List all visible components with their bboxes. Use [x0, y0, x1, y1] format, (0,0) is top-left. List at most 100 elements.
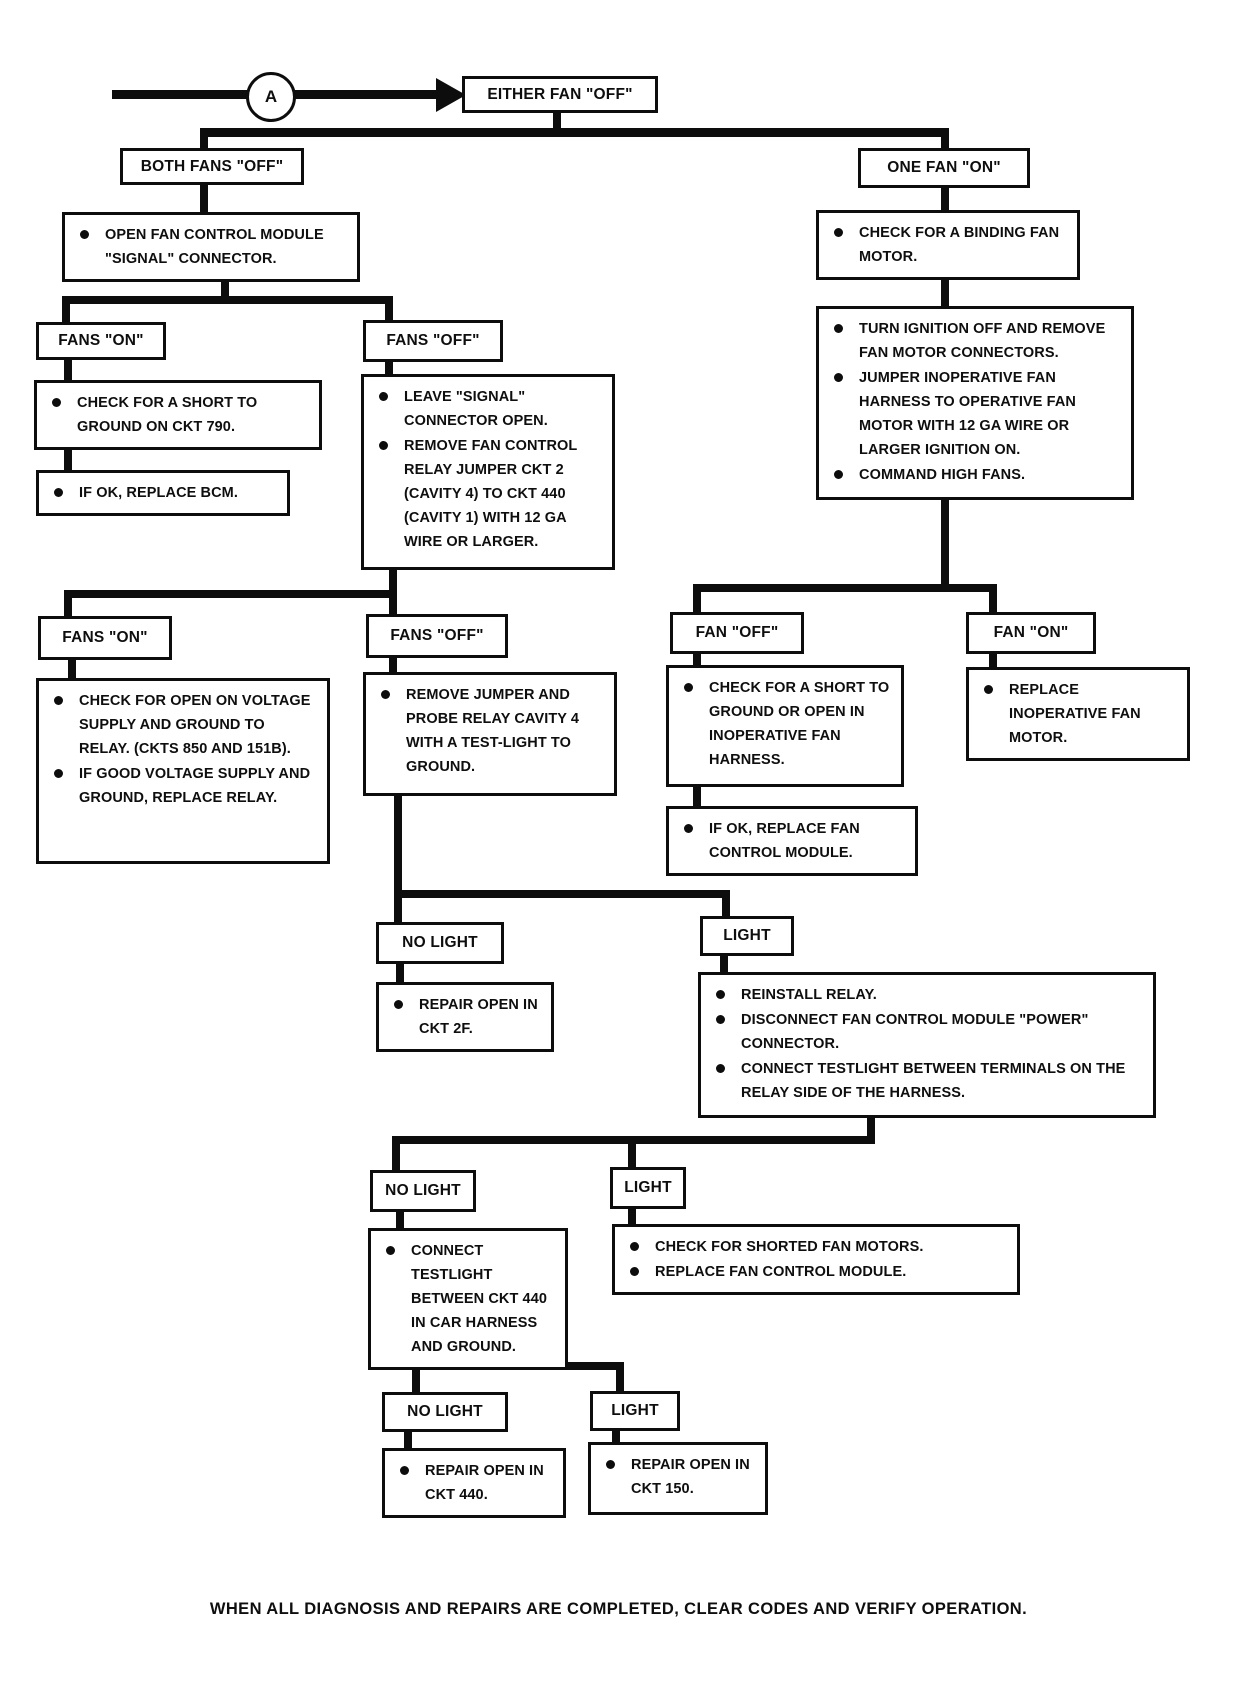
bullet-icon [834, 373, 843, 382]
bullet-item: CHECK FOR A BINDING FAN MOTOR. [829, 221, 1069, 269]
node-check-binding-motor: CHECK FOR A BINDING FAN MOTOR. [816, 210, 1080, 280]
connector-a-label: A [264, 87, 278, 106]
node-fans-on-level2: FANS "ON" [36, 322, 166, 360]
node-turn-ignition-off: TURN IGNITION OFF AND REMOVE FAN MOTOR C… [816, 306, 1134, 500]
connector-line [989, 651, 997, 671]
bullet-item: REPAIR OPEN IN CKT 150. [601, 1453, 757, 1501]
bullet-icon [80, 230, 89, 239]
connector-line [722, 890, 730, 920]
node-light-1: LIGHT [700, 916, 794, 956]
connector-line [394, 794, 402, 926]
node-replace-inoperative-motor: REPLACE INOPERATIVE FAN MOTOR. [966, 667, 1190, 761]
bullet-item: CHECK FOR SHORTED FAN MOTORS. [625, 1235, 1009, 1259]
connector-line [412, 1362, 420, 1395]
connector-line [941, 186, 949, 214]
bullet-icon [684, 683, 693, 692]
connector-line [867, 1115, 875, 1143]
node-label: FANS "ON" [62, 629, 148, 646]
node-either-fan-off: EITHER FAN "OFF" [462, 76, 658, 113]
bullet-icon [394, 1000, 403, 1009]
connector-line [200, 128, 949, 137]
bullet-item: COMMAND HIGH FANS. [829, 463, 1123, 487]
bullet-item: DISCONNECT FAN CONTROL MODULE "POWER" CO… [711, 1008, 1145, 1056]
connector-line [389, 655, 397, 675]
node-fans-on-level3: FANS "ON" [38, 616, 172, 660]
node-label: FANS "OFF" [386, 332, 480, 349]
connector-line [628, 1136, 636, 1172]
bullet-item: JUMPER INOPERATIVE FAN HARNESS TO OPERAT… [829, 366, 1123, 462]
connector-line [693, 784, 701, 809]
node-connect-testlight-440: CONNECT TESTLIGHT BETWEEN CKT 440 IN CAR… [368, 1228, 568, 1370]
node-replace-bcm: IF OK, REPLACE BCM. [36, 470, 290, 516]
node-no-light-2: NO LIGHT [370, 1170, 476, 1212]
bullet-item: REPLACE INOPERATIVE FAN MOTOR. [979, 678, 1179, 750]
bullet-icon [381, 690, 390, 699]
bullet-item: CONNECT TESTLIGHT BETWEEN TERMINALS ON T… [711, 1057, 1145, 1105]
connector-line [941, 128, 949, 154]
connector-line [612, 1428, 620, 1446]
connector-line [221, 271, 229, 302]
node-fans-off-level3: FANS "OFF" [366, 614, 508, 658]
node-light-2: LIGHT [610, 1167, 686, 1209]
node-label: FAN "OFF" [695, 624, 779, 641]
bullet-item: CONNECT TESTLIGHT BETWEEN CKT 440 IN CAR… [381, 1239, 557, 1359]
connector-line [396, 1209, 404, 1231]
footer-note: WHEN ALL DIAGNOSIS AND REPAIRS ARE COMPL… [209, 1600, 1028, 1618]
connector-line [68, 658, 76, 682]
bullet-item: IF GOOD VOLTAGE SUPPLY AND GROUND, REPLA… [49, 762, 319, 810]
connector-line [553, 111, 561, 131]
bullet-item: REMOVE FAN CONTROL RELAY JUMPER CKT 2 (C… [374, 434, 604, 554]
bullet-icon [716, 1015, 725, 1024]
connector-line [404, 1429, 412, 1451]
bullet-item: CHECK FOR A SHORT TO GROUND ON CKT 790. [47, 391, 311, 439]
connector-line [693, 651, 701, 669]
bullet-icon [54, 769, 63, 778]
node-label: NO LIGHT [402, 934, 478, 951]
connector-line [64, 440, 72, 474]
connector-line [62, 296, 70, 326]
node-check-short-inoperative: CHECK FOR A SHORT TO GROUND OR OPEN IN I… [666, 665, 904, 787]
node-label: FANS "OFF" [390, 627, 484, 644]
connector-line [385, 296, 393, 326]
bullet-icon [400, 1466, 409, 1475]
node-repair-ckt-150: REPAIR OPEN IN CKT 150. [588, 1442, 768, 1515]
connector-line [989, 584, 997, 615]
connector-line [64, 590, 72, 620]
connector-line [941, 273, 949, 309]
bullet-item: REINSTALL RELAY. [711, 983, 1145, 1007]
bullet-icon [630, 1242, 639, 1251]
bullet-icon [834, 228, 843, 237]
node-label: ONE FAN "ON" [887, 159, 1001, 176]
bullet-icon [379, 441, 388, 450]
connector-line [693, 584, 701, 615]
node-label: FANS "ON" [58, 332, 144, 349]
node-no-light-1: NO LIGHT [376, 922, 504, 964]
node-fan-off-right: FAN "OFF" [670, 612, 804, 654]
node-fans-off-level2: FANS "OFF" [363, 320, 503, 362]
connector-line [693, 584, 997, 592]
connector-line [628, 1206, 636, 1228]
node-label: LIGHT [611, 1402, 659, 1419]
connector-line [394, 890, 730, 898]
bullet-icon [984, 685, 993, 694]
node-replace-fan-control-module: IF OK, REPLACE FAN CONTROL MODULE. [666, 806, 918, 876]
bullet-item: IF OK, REPLACE FAN CONTROL MODULE. [679, 817, 907, 865]
bullet-icon [54, 696, 63, 705]
bullet-icon [386, 1246, 395, 1255]
node-open-signal-connector: OPEN FAN CONTROL MODULE "SIGNAL" CONNECT… [62, 212, 360, 282]
bullet-icon [606, 1460, 615, 1469]
connector-line [616, 1362, 624, 1395]
bullet-icon [379, 392, 388, 401]
arrow-right-icon [436, 78, 466, 112]
node-check-shorted-motors: CHECK FOR SHORTED FAN MOTORS. REPLACE FA… [612, 1224, 1020, 1295]
connector-line [392, 1136, 400, 1174]
node-label: NO LIGHT [407, 1403, 483, 1420]
node-label: LIGHT [723, 927, 771, 944]
node-check-short-790: CHECK FOR A SHORT TO GROUND ON CKT 790. [34, 380, 322, 450]
connector-line [385, 360, 393, 378]
bullet-item: CHECK FOR OPEN ON VOLTAGE SUPPLY AND GRO… [49, 689, 319, 761]
bullet-icon [834, 324, 843, 333]
node-one-fan-on: ONE FAN "ON" [858, 148, 1030, 188]
connector-line [941, 497, 949, 589]
